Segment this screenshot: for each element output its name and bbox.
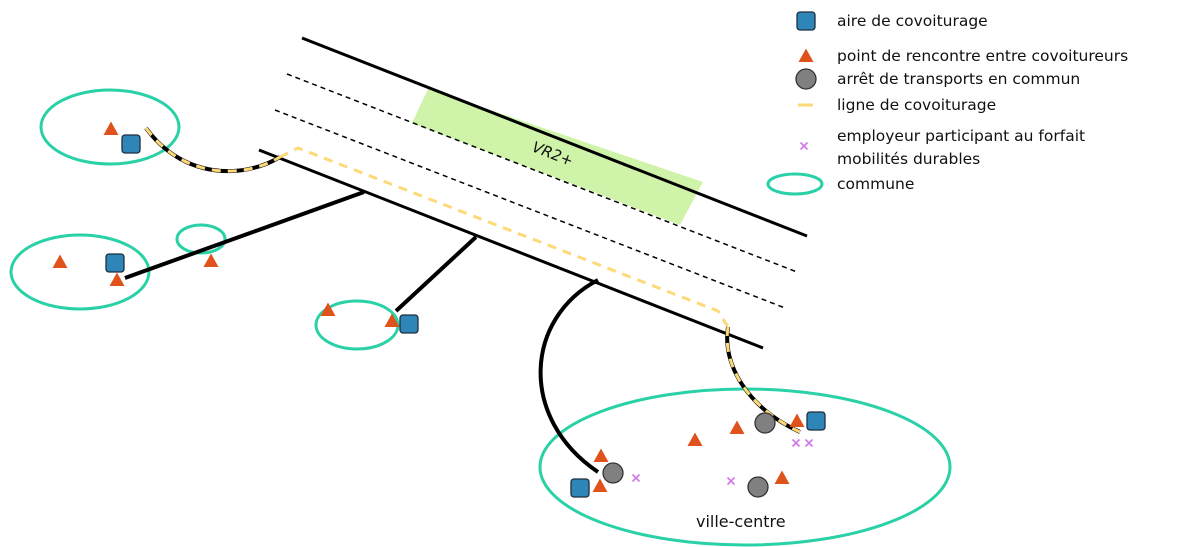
legend-label-point: point de rencontre entre covoitureurs [837, 47, 1128, 65]
employeur-icon [799, 141, 809, 151]
legend-label-arret: arrêt de transports en commun [837, 70, 1080, 88]
carpool-lines [144, 126, 801, 434]
meeting-point [774, 470, 790, 484]
meeting-point [109, 272, 125, 286]
legend-label-employeur-2: mobilités durables [837, 150, 980, 168]
commune-small [175, 223, 227, 255]
legend-label-ligne: ligne de covoiturage [837, 96, 996, 114]
carpool-line-highway [279, 146, 730, 328]
road-left [124, 190, 365, 280]
carpool-line-south-dash [725, 326, 801, 434]
transit-stops [602, 412, 776, 498]
communes [9, 88, 952, 547]
meeting-point [593, 448, 609, 462]
carpool-area [121, 134, 141, 154]
legend-item-aire: aire de covoiturage [796, 11, 988, 31]
employer [804, 438, 814, 448]
connector-roads [124, 190, 600, 474]
meeting-point [52, 254, 68, 268]
meeting-points [52, 121, 805, 492]
legend-item-commune: commune [766, 172, 914, 196]
legend-item-ligne: ligne de covoiturage [798, 96, 996, 114]
carpool-area [105, 253, 125, 273]
legend-label-aire: aire de covoiturage [837, 12, 988, 30]
legend-label-commune: commune [837, 175, 914, 193]
meeting-point [592, 478, 608, 492]
highway-lane-divider-2 [274, 109, 786, 309]
legend-item-point: point de rencontre entre covoitureurs [798, 47, 1128, 65]
carpool-area [806, 411, 826, 431]
legend-label-employeur-1: employeur participant au forfait [837, 127, 1085, 145]
transit-stop [602, 462, 624, 484]
meeting-point [789, 413, 805, 427]
vr2-lane [412, 89, 703, 225]
meeting-point [203, 253, 219, 267]
road-center [394, 235, 478, 313]
legend-item-employeur: employeur participant au forfait mobilit… [799, 127, 1085, 168]
highway-top-edge [301, 36, 808, 238]
carpool-line-north-dash [144, 127, 281, 173]
aire-icon [796, 11, 816, 31]
highway-bottom-edge [258, 148, 764, 350]
carpool-area [399, 314, 419, 334]
employer [631, 473, 641, 483]
commune-top-left [39, 88, 181, 166]
meeting-point [687, 432, 703, 446]
carpool-areas [105, 134, 826, 498]
point-icon [798, 48, 814, 62]
meeting-point [103, 121, 119, 135]
employer [726, 476, 736, 486]
employer [791, 438, 801, 448]
commune-icon [766, 172, 824, 196]
meeting-point [729, 420, 745, 434]
carpool-area [570, 478, 590, 498]
legend: aire de covoiturage point de rencontre e… [766, 11, 1128, 196]
town-label: ville-centre [696, 512, 786, 531]
legend-item-arret: arrêt de transports en commun [795, 68, 1080, 90]
transit-stop [754, 412, 776, 434]
commune-left [9, 233, 151, 311]
highway-lane-divider-1 [286, 73, 798, 273]
road-south [538, 278, 600, 474]
transit-stop [747, 476, 769, 498]
arret-icon [795, 68, 817, 90]
highway: VR2+ [258, 36, 808, 350]
